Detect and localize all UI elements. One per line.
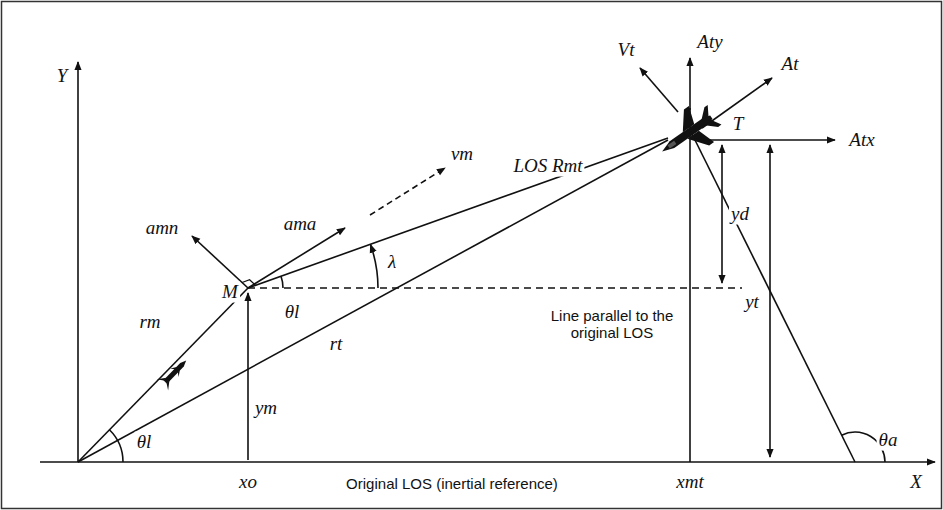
yd-dimension xyxy=(721,145,723,283)
symbol-label: amn xyxy=(144,218,181,239)
annotation-text: Line parallel to the original LOS xyxy=(544,308,680,341)
aircraft-icon xyxy=(650,97,728,170)
symbol-label: T xyxy=(731,114,746,135)
aty-arrow xyxy=(689,58,691,110)
atx-arrow xyxy=(705,139,835,141)
symbol-label: xo xyxy=(237,472,259,493)
symbol-label: Vt xyxy=(616,40,637,61)
symbol-label: Aty xyxy=(695,32,724,53)
los-line xyxy=(248,138,668,288)
vt-arrow xyxy=(640,68,678,112)
symbol-label: ama xyxy=(282,214,319,235)
symbol-label: Atx xyxy=(847,130,876,151)
symbol-label: θl xyxy=(135,432,154,453)
symbol-label: ym xyxy=(253,398,279,419)
x-axis xyxy=(40,461,935,463)
yt-dimension xyxy=(769,145,771,457)
vm-arrow xyxy=(370,168,445,215)
symbol-label: λ xyxy=(386,252,398,273)
symbol-label: rt xyxy=(328,334,345,355)
symbol-label: θl xyxy=(283,302,302,323)
symbol-label: At xyxy=(780,54,801,75)
lambda-arc xyxy=(371,245,379,288)
symbol-label: θa xyxy=(877,430,900,451)
amn-arrow xyxy=(192,236,248,288)
symbol-label: Y xyxy=(55,66,70,87)
right-angle-mark xyxy=(242,280,255,286)
symbol-label: yd xyxy=(729,204,751,225)
symbol-label: rm xyxy=(137,312,162,333)
ym-dimension xyxy=(247,293,249,460)
parallel-line xyxy=(248,287,742,289)
rm-line xyxy=(78,288,248,462)
symbol-label: yt xyxy=(743,292,761,313)
symbol-label: LOS Rmt xyxy=(511,156,584,177)
heading-line xyxy=(690,130,855,462)
symbol-label: xmt xyxy=(674,472,705,493)
y-axis xyxy=(77,62,79,462)
annotation-text: Original LOS (inertial reference) xyxy=(344,476,560,493)
symbol-label: vm xyxy=(449,144,475,165)
ama-arrow xyxy=(248,228,345,288)
theta-l-arc-m xyxy=(281,276,283,288)
missile-icon xyxy=(157,355,192,390)
theta-l-arc xyxy=(109,430,123,462)
target-vertical xyxy=(689,108,691,462)
symbol-label: M xyxy=(220,282,240,303)
rt-line xyxy=(78,140,668,462)
symbol-label: X xyxy=(908,472,924,493)
